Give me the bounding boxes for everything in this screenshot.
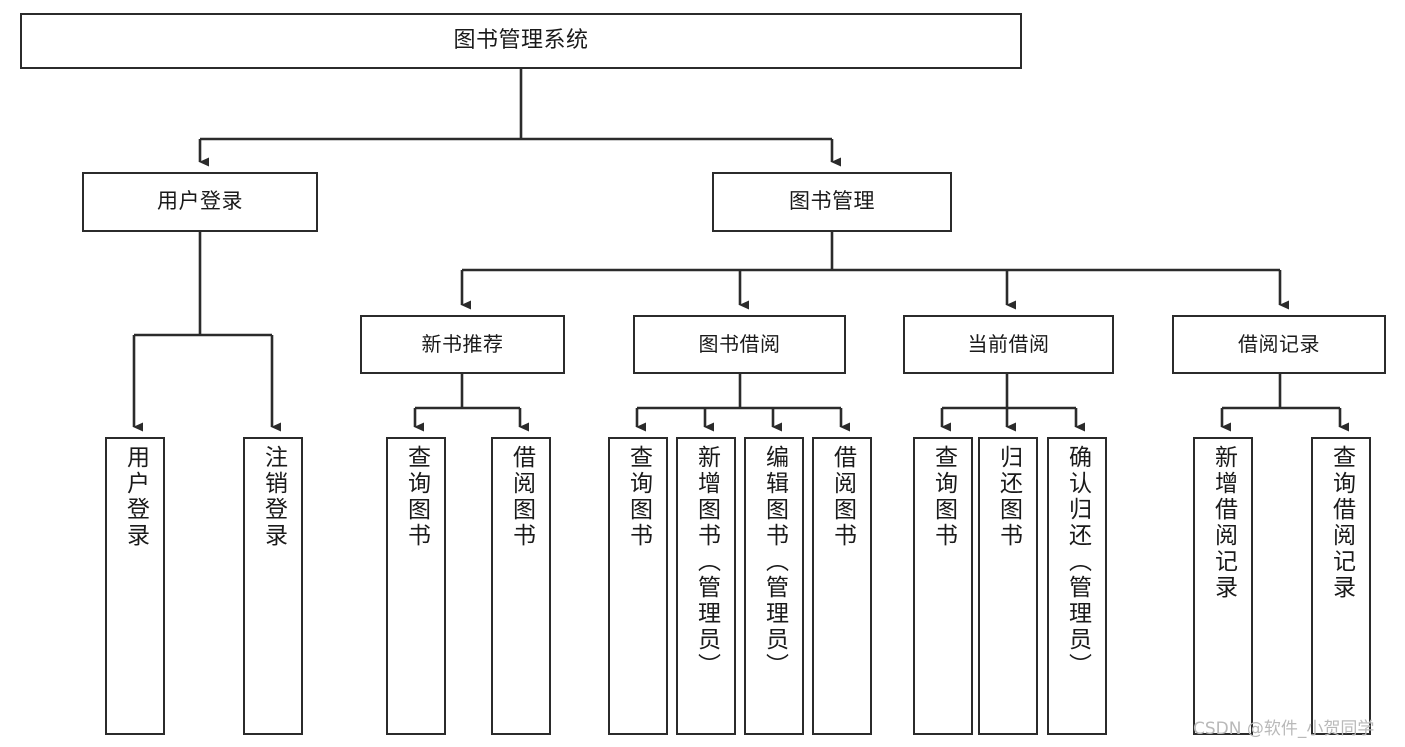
leaf-query-book[interactable]: 查询图书 bbox=[608, 437, 668, 735]
leaf-query-book-label: 查询图书 bbox=[625, 445, 652, 549]
node-user-login[interactable]: 用户登录 bbox=[82, 172, 318, 232]
leaf-borrow-book-recommend-label: 借阅图书 bbox=[508, 445, 535, 549]
node-book-borrow[interactable]: 图书借阅 bbox=[633, 315, 846, 374]
node-book-management[interactable]: 图书管理 bbox=[712, 172, 952, 232]
leaf-add-borrow-record[interactable]: 新增借阅记录 bbox=[1193, 437, 1253, 735]
leaf-query-book-current[interactable]: 查询图书 bbox=[913, 437, 973, 735]
node-new-book-recommend-label: 新书推荐 bbox=[421, 332, 504, 357]
node-new-book-recommend[interactable]: 新书推荐 bbox=[360, 315, 565, 374]
node-current-borrow-label: 当前借阅 bbox=[967, 332, 1050, 357]
leaf-add-borrow-record-label: 新增借阅记录 bbox=[1210, 445, 1237, 601]
node-user-login-label: 用户登录 bbox=[157, 189, 243, 214]
leaf-borrow-book-label: 借阅图书 bbox=[829, 445, 856, 549]
node-root-label: 图书管理系统 bbox=[453, 27, 589, 53]
leaf-confirm-return-admin-label: 确认归还（管理员） bbox=[1064, 445, 1091, 679]
csdn-watermark: CSDN @软件_小贺同学 bbox=[1193, 719, 1375, 739]
leaf-query-borrow-record-label: 查询借阅记录 bbox=[1328, 445, 1355, 601]
leaf-borrow-book[interactable]: 借阅图书 bbox=[812, 437, 872, 735]
node-root-system[interactable]: 图书管理系统 bbox=[20, 13, 1022, 69]
leaf-user-login[interactable]: 用户登录 bbox=[105, 437, 165, 735]
leaf-add-book-admin[interactable]: 新增图书（管理员） bbox=[676, 437, 736, 735]
node-book-management-label: 图书管理 bbox=[789, 189, 875, 214]
leaf-confirm-return-admin[interactable]: 确认归还（管理员） bbox=[1047, 437, 1107, 735]
leaf-logout-label: 注销登录 bbox=[260, 445, 287, 549]
leaf-query-borrow-record[interactable]: 查询借阅记录 bbox=[1311, 437, 1371, 735]
node-current-borrow[interactable]: 当前借阅 bbox=[903, 315, 1114, 374]
leaf-logout[interactable]: 注销登录 bbox=[243, 437, 303, 735]
leaf-borrow-book-recommend[interactable]: 借阅图书 bbox=[491, 437, 551, 735]
node-borrow-records[interactable]: 借阅记录 bbox=[1172, 315, 1386, 374]
leaf-edit-book-admin-label: 编辑图书（管理员） bbox=[761, 445, 788, 679]
leaf-query-book-current-label: 查询图书 bbox=[930, 445, 957, 549]
leaf-return-book[interactable]: 归还图书 bbox=[978, 437, 1038, 735]
leaf-return-book-label: 归还图书 bbox=[995, 445, 1022, 549]
node-borrow-records-label: 借阅记录 bbox=[1238, 332, 1320, 357]
node-book-borrow-label: 图书借阅 bbox=[698, 332, 781, 357]
leaf-user-login-label: 用户登录 bbox=[122, 445, 149, 549]
leaf-edit-book-admin[interactable]: 编辑图书（管理员） bbox=[744, 437, 804, 735]
leaf-add-book-admin-label: 新增图书（管理员） bbox=[693, 445, 720, 679]
leaf-query-book-recommend[interactable]: 查询图书 bbox=[386, 437, 446, 735]
leaf-query-book-recommend-label: 查询图书 bbox=[403, 445, 430, 549]
